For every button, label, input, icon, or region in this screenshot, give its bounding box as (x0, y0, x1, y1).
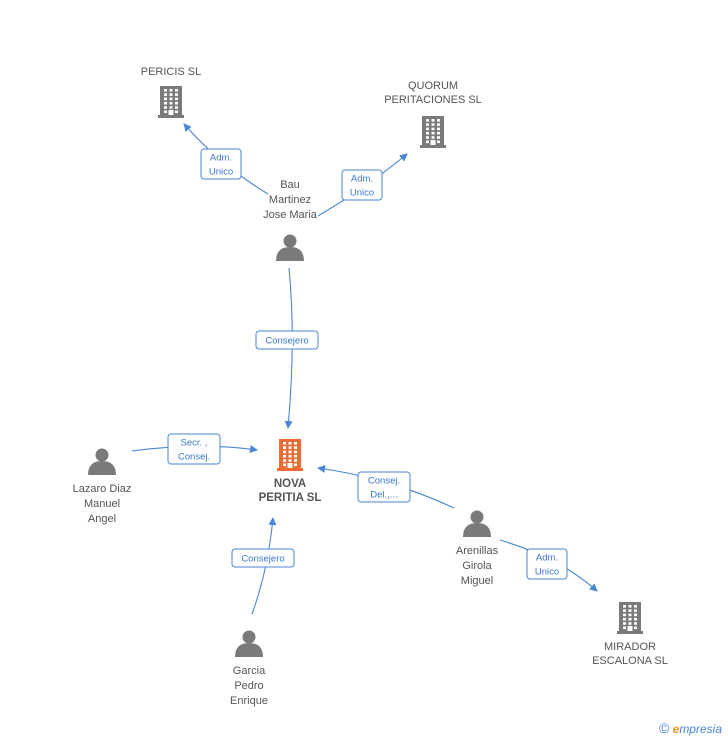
building-icon[interactable] (420, 116, 446, 148)
person-icon[interactable] (276, 234, 304, 262)
node-nova[interactable]: NOVA PERITIA SL (259, 439, 322, 504)
building-icon[interactable] (277, 439, 303, 471)
edge-label-text: Del.,... (370, 490, 397, 501)
edge-label-text: Consej. (368, 476, 400, 487)
edge-label-box[interactable] (231, 548, 295, 568)
edge-arenillas-nova: Consej. Del.,... (317, 465, 455, 509)
node-label: PERITACIONES SL (384, 94, 482, 106)
edge-label-text: Unico (350, 188, 374, 199)
edge-label-box[interactable] (255, 330, 319, 350)
edge-label-text: Unico (535, 567, 559, 578)
node-label: PERICIS SL (141, 66, 202, 78)
node-label: Lazaro Diaz (73, 483, 132, 495)
edge-label-text: Secr. , (181, 438, 208, 449)
node-label: Angel (88, 513, 116, 525)
edge-label-text: Unico (209, 167, 233, 178)
node-label: ESCALONA SL (592, 655, 668, 667)
edge-label-text: Adm. (210, 153, 232, 164)
edge-bau-nova: Consejero (255, 267, 319, 429)
node-label: PERITIA SL (259, 492, 322, 504)
person-icon[interactable] (235, 630, 263, 658)
edge-bau-quorum: Adm. Unico (317, 153, 408, 217)
person-icon[interactable] (88, 448, 116, 476)
edge-garcia-nova: Consejero (231, 517, 295, 615)
copyright-symbol: © (658, 720, 670, 736)
edge-label-text: Consejero (241, 554, 284, 565)
node-pericis[interactable]: PERICIS SL (141, 66, 202, 118)
edge-bau-pericis: Adm. Unico (183, 123, 269, 195)
building-icon[interactable] (158, 86, 184, 118)
edge-label-text: Consej. (178, 452, 210, 463)
node-label: NOVA (274, 478, 306, 490)
footer-credit: © empresia (659, 720, 722, 736)
edge-label-box[interactable] (357, 471, 411, 503)
node-label: Miguel (461, 575, 493, 587)
edge-label-box[interactable] (167, 433, 221, 465)
node-mirador[interactable]: MIRADOR ESCALONA SL (592, 602, 668, 667)
edge-arenillas-mirador: Adm. Unico (499, 539, 598, 592)
node-label: Bau (280, 179, 300, 191)
node-label: Manuel (84, 498, 120, 510)
node-label: Arenillas (456, 545, 499, 557)
edge-label-text: Adm. (536, 553, 558, 564)
edge-label-box[interactable] (526, 548, 568, 580)
node-label: MIRADOR (604, 641, 656, 653)
node-label: Garcia (233, 665, 266, 677)
node-label: Girola (462, 560, 492, 572)
edge-label-text: Consejero (265, 336, 308, 347)
brand-logo[interactable]: empresia (672, 722, 722, 736)
person-icon[interactable] (463, 510, 491, 538)
edge-label-box[interactable] (341, 169, 383, 201)
edge-lazaro-nova: Secr. , Consej. (131, 433, 258, 465)
node-quorum[interactable]: QUORUM PERITACIONES SL (384, 80, 482, 148)
node-label: Enrique (230, 695, 268, 707)
building-icon[interactable] (617, 602, 643, 634)
node-label: QUORUM (408, 80, 458, 92)
node-label: Martinez (269, 194, 311, 206)
edge-label-box[interactable] (200, 148, 242, 180)
node-label: Jose Maria (263, 209, 318, 221)
edge-line (251, 517, 277, 615)
edge-label-text: Adm. (351, 174, 373, 185)
node-label: Pedro (234, 680, 263, 692)
